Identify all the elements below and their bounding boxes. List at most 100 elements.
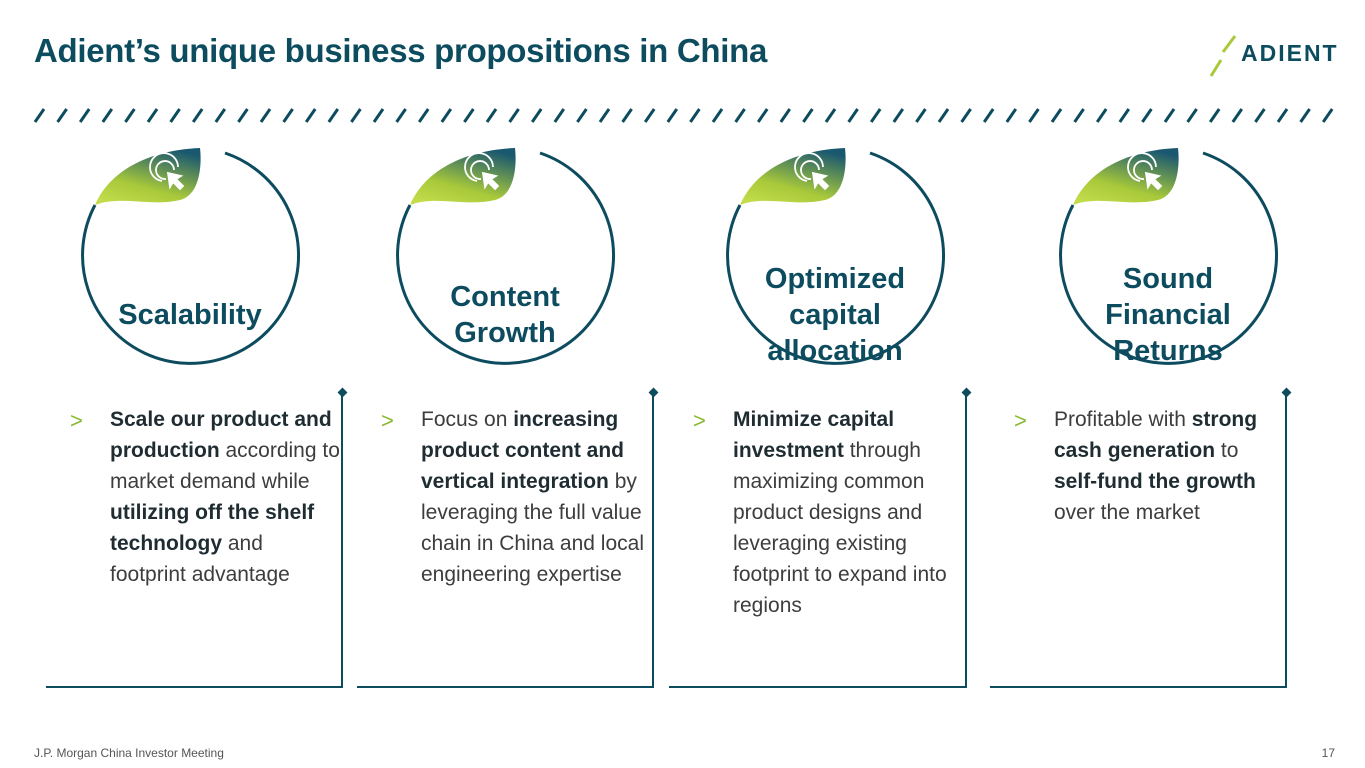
circle-frame	[726, 148, 945, 365]
text: over the market	[1054, 501, 1200, 524]
stripe	[1208, 108, 1221, 123]
pillar-title: Optimized capital allocation	[764, 263, 906, 367]
stripe	[915, 108, 927, 123]
page-title: Adient’s unique business propositions in…	[34, 32, 768, 69]
decorative-stripes	[33, 108, 1334, 123]
pillar-title: Scalability	[118, 299, 262, 331]
stripe	[417, 108, 430, 123]
bold-text: utilizing off the shelf technology	[110, 501, 315, 555]
stripe	[553, 108, 566, 123]
bullet-arrow: >	[1014, 408, 1027, 433]
target-click-icon	[464, 152, 500, 191]
bullet-arrow: >	[693, 408, 706, 433]
text: according to market demand while	[110, 439, 340, 493]
circle-frame	[81, 148, 300, 365]
stripe	[1163, 108, 1176, 123]
stripe	[689, 108, 701, 123]
stripe	[892, 108, 905, 123]
stripe	[824, 108, 837, 123]
stripe	[1141, 108, 1153, 123]
stripe	[1299, 108, 1311, 123]
stripe	[1254, 108, 1266, 123]
pillar-2: Content Growth > Focus on increasing pro…	[357, 140, 659, 700]
stripe	[395, 108, 407, 123]
logo-slash-icon	[1209, 35, 1237, 77]
stripe	[643, 108, 656, 123]
bullet-arrow: >	[381, 408, 394, 433]
bold-text: increasing product content and vertical …	[421, 408, 624, 493]
stripe	[56, 108, 68, 123]
stripe	[214, 108, 227, 123]
leaf-shape	[1073, 148, 1179, 205]
text: and footprint advantage	[110, 532, 290, 586]
stripe	[1005, 108, 1018, 123]
target-click-icon	[794, 152, 830, 191]
pillar-3: Optimized capital allocation > Minimize …	[669, 140, 972, 700]
stripe	[937, 108, 950, 123]
pillar-4: Sound Financial Returns > Profitable wit…	[990, 140, 1292, 700]
stripe	[734, 108, 746, 123]
text: Profitable with	[1054, 408, 1192, 431]
pillar-description: Focus on increasing product content and …	[421, 404, 651, 590]
stripe	[1186, 108, 1198, 123]
stripe	[146, 108, 159, 123]
stripe	[282, 108, 294, 123]
page-number: 17	[1321, 746, 1335, 760]
text: through maximizing common product design…	[733, 439, 947, 617]
diamond-marker	[337, 387, 348, 398]
pillar-description-box: > Profitable with strong cash generation…	[990, 387, 1292, 688]
stripe	[1231, 108, 1244, 123]
stripe	[1028, 108, 1040, 123]
stripe	[33, 108, 46, 123]
stripe	[485, 108, 498, 123]
pillar-title: Sound Financial Returns	[1105, 263, 1231, 367]
stripe	[169, 108, 181, 123]
pillar-description-box: > Focus on increasing product content an…	[357, 387, 659, 688]
stripe	[982, 108, 995, 123]
footer-text: J.P. Morgan China Investor Meeting	[34, 746, 224, 760]
pillar-description: Scale our product and production accordi…	[110, 404, 340, 590]
diamond-marker	[961, 387, 972, 398]
text: Focus on	[421, 408, 514, 431]
stripe	[711, 108, 724, 123]
leaf-shape	[740, 148, 846, 205]
stripe	[1276, 108, 1289, 123]
bold-text: strong cash generation	[1054, 408, 1258, 462]
bold-text: self-fund the growth	[1054, 470, 1256, 493]
stripe	[756, 108, 769, 123]
circle-frame	[396, 148, 615, 365]
leaf-shape	[95, 148, 201, 205]
text: by leveraging the full value chain in Ch…	[421, 470, 644, 586]
diamond-marker	[1281, 387, 1292, 398]
stripe	[869, 108, 882, 123]
stripe	[621, 108, 633, 123]
bold-text: Scale our product and production	[110, 408, 332, 462]
bullet-arrow: >	[70, 408, 83, 433]
pillar-description: Minimize capital investment through maxi…	[733, 404, 963, 621]
pillar-1: Scalability > Scale our product and prod…	[46, 140, 348, 700]
leaf-shape	[410, 148, 516, 205]
stripe	[666, 108, 679, 123]
stripe	[350, 108, 362, 123]
stripe	[124, 108, 136, 123]
pillar-description: Profitable with strong cash generation t…	[1054, 404, 1284, 528]
stripe	[1118, 108, 1131, 123]
stripe	[304, 108, 317, 123]
target-click-icon	[149, 152, 185, 191]
pillar-description-box: > Scale our product and production accor…	[46, 387, 348, 688]
bold-text: Minimize capital investment	[733, 408, 895, 462]
stripe	[440, 108, 453, 123]
circle-frame	[1059, 148, 1278, 365]
stripe	[1050, 108, 1063, 123]
diamond-marker	[648, 387, 659, 398]
stripe	[78, 108, 91, 123]
stripe	[327, 108, 340, 123]
pillar-title: Content Growth	[450, 281, 560, 349]
stripe	[576, 108, 588, 123]
stripe	[372, 108, 385, 123]
stripe	[101, 108, 114, 123]
stripe	[598, 108, 611, 123]
stripe	[191, 108, 204, 123]
target-click-icon	[1127, 152, 1163, 191]
stripe	[847, 108, 859, 123]
